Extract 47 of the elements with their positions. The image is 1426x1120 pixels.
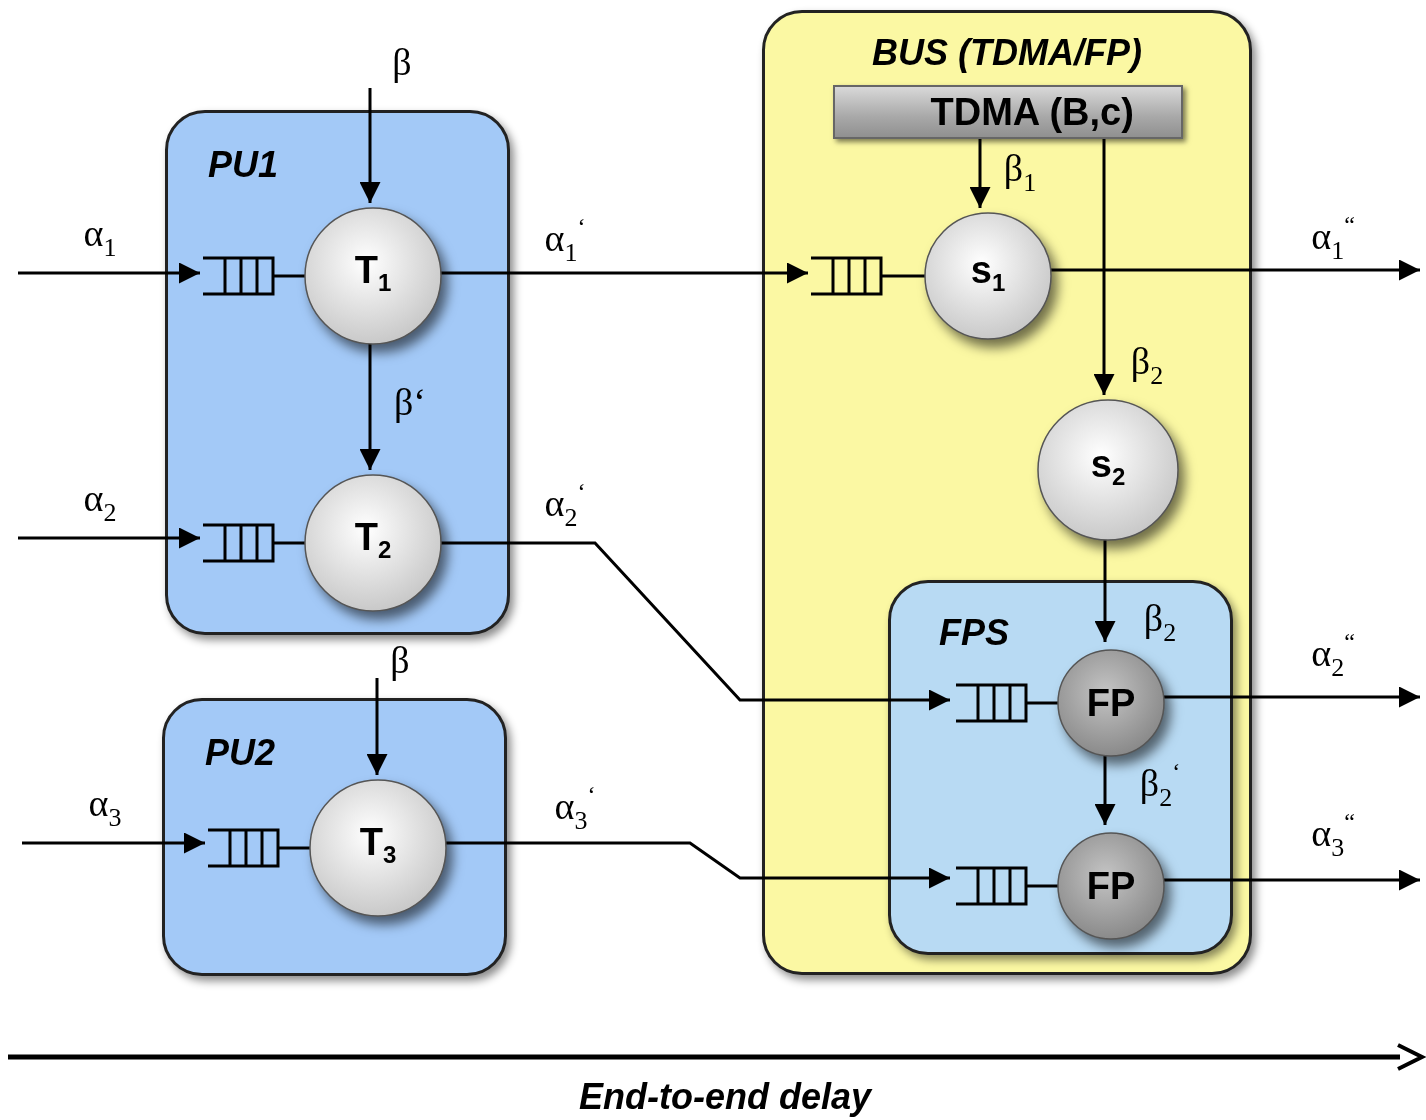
task-node	[1036, 398, 1180, 542]
node-label: T$_{2}$	[354, 516, 392, 565]
task-node	[208, 778, 448, 918]
group-title: PU2	[205, 733, 276, 773]
arrow	[1093, 136, 1115, 395]
edge-label: β‘	[394, 382, 426, 422]
arrow	[440, 262, 808, 284]
node-label: s$_{1}$	[970, 249, 1006, 298]
processing-unit-box	[162, 698, 507, 976]
arrow	[18, 262, 200, 284]
edge-label: β	[392, 42, 412, 82]
bus-box	[762, 10, 1252, 975]
edge-label: β$_{1}$	[1003, 147, 1037, 199]
node-label: T$_{1}$	[354, 249, 392, 298]
processing-unit-box	[165, 110, 510, 635]
edge-label: β$_{2}$	[1143, 597, 1177, 649]
edge-label: α$_{3}$	[88, 782, 122, 834]
arrow	[969, 136, 991, 208]
edge-label: β$_{2}$	[1130, 340, 1164, 392]
arrow	[359, 88, 381, 203]
arrow	[1050, 259, 1420, 281]
node-label: TDMA (B,c)	[930, 92, 1134, 132]
node-label: FP	[1086, 866, 1136, 906]
edge-label: α$_{1}$	[83, 212, 117, 264]
node-label: FP	[1086, 683, 1136, 723]
arrow	[445, 841, 950, 889]
task-node	[811, 211, 1053, 341]
arrow	[440, 541, 950, 711]
node-label: s$_{2}$	[1090, 443, 1126, 492]
group-title: PU1	[208, 145, 279, 185]
edge-label: α$_{2}$	[83, 477, 117, 529]
arrow	[366, 678, 388, 775]
group-title: FPS	[939, 613, 1009, 653]
arrow	[22, 832, 205, 854]
node-label: T$_{3}$	[359, 821, 397, 870]
task-node	[203, 206, 443, 346]
task-node	[203, 473, 443, 613]
arrow	[359, 343, 381, 470]
arrow	[1094, 539, 1116, 642]
resource-bar	[833, 85, 1183, 139]
group-title: BUS (TDMA/FP)	[872, 33, 1142, 73]
axis-caption: End-to-end delay	[579, 1076, 871, 1118]
edge-label: β	[390, 640, 410, 680]
scheduler-node	[956, 831, 1166, 941]
scheduler-node	[956, 648, 1166, 758]
scheduler-box	[888, 580, 1233, 955]
arrow	[18, 527, 200, 549]
